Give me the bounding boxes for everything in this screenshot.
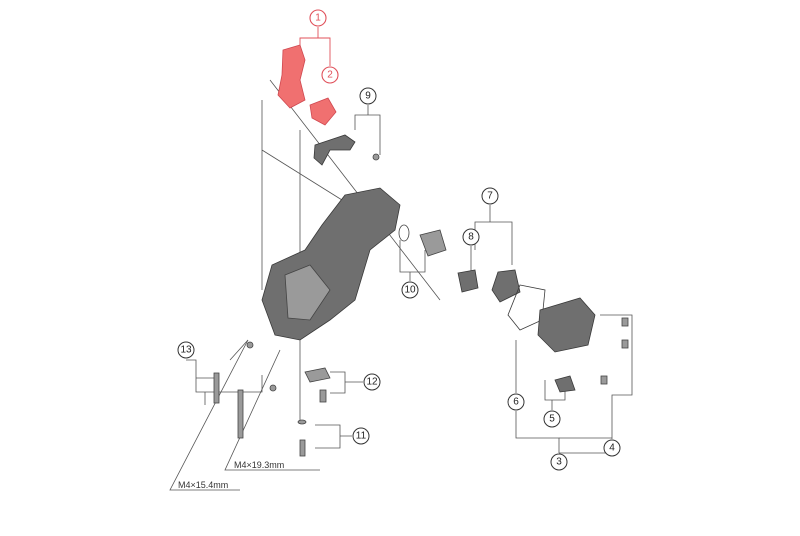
main-body-part bbox=[261, 187, 401, 341]
callout-1: 1 bbox=[309, 9, 327, 27]
callout-5: 5 bbox=[543, 410, 561, 428]
callout-4: 4 bbox=[603, 439, 621, 457]
cable-fixing-part bbox=[313, 134, 380, 166]
svg-text:5: 5 bbox=[549, 414, 555, 425]
svg-text:12: 12 bbox=[366, 377, 378, 388]
callout-11: 11 bbox=[352, 427, 370, 445]
svg-text:10: 10 bbox=[404, 285, 416, 296]
screw-parts bbox=[213, 317, 629, 457]
svg-text:11: 11 bbox=[356, 431, 367, 442]
svg-text:9: 9 bbox=[365, 91, 371, 102]
callout-9: 9 bbox=[359, 87, 377, 105]
svg-text:6: 6 bbox=[513, 397, 519, 408]
svg-text:13: 13 bbox=[180, 345, 192, 356]
dimension-label-short-bolt: M4×15.4mm bbox=[178, 480, 228, 490]
callout-2: 2 bbox=[321, 66, 339, 84]
svg-text:3: 3 bbox=[556, 457, 562, 468]
gear-parts bbox=[457, 269, 521, 303]
svg-text:8: 8 bbox=[468, 232, 474, 243]
svg-text:7: 7 bbox=[487, 191, 493, 202]
callout-6: 6 bbox=[507, 393, 525, 411]
callout-10: 10 bbox=[401, 281, 419, 299]
shaft-part bbox=[398, 224, 447, 257]
svg-text:1: 1 bbox=[315, 13, 321, 24]
callout-12: 12 bbox=[363, 373, 381, 391]
motor-unit-part bbox=[507, 284, 596, 353]
svg-text:2: 2 bbox=[327, 70, 333, 81]
red-lever-part bbox=[277, 44, 337, 126]
svg-text:4: 4 bbox=[609, 443, 615, 454]
callout-3: 3 bbox=[550, 453, 568, 471]
callout-13: 13 bbox=[177, 341, 195, 359]
leader-lines bbox=[169, 27, 633, 491]
callout-7: 7 bbox=[481, 187, 499, 205]
callout-8: 8 bbox=[462, 228, 480, 246]
dimension-label-long-bolt: M4×19.3mm bbox=[234, 460, 284, 470]
